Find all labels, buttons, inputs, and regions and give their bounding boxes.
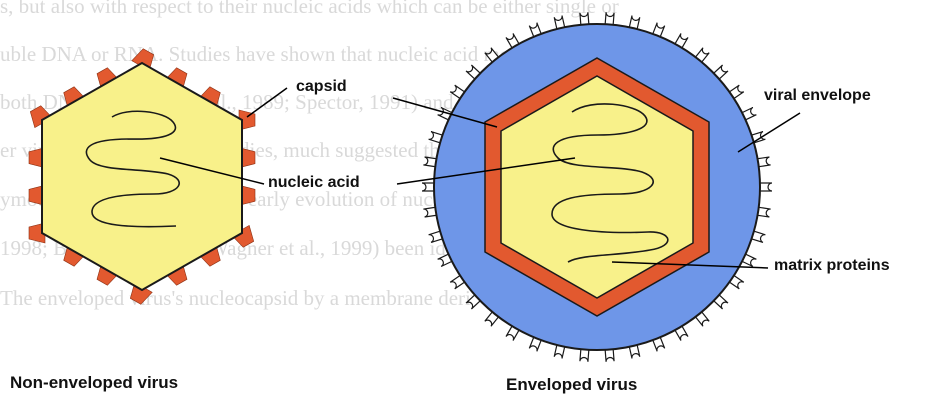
capsid-label: capsid: [296, 78, 347, 96]
enveloped-virus: [422, 12, 772, 362]
non-enveloped-virus: [29, 49, 255, 305]
non-enveloped-virus-caption: Non-enveloped virus: [10, 374, 178, 392]
capsid-leader-line: [247, 88, 287, 117]
viral-envelope-label: viral envelope: [764, 87, 871, 105]
nucleic-acid-label: nucleic acid: [268, 174, 360, 192]
enveloped-virus-caption: Enveloped virus: [506, 376, 637, 394]
matrix-proteins-label: matrix proteins: [774, 257, 890, 275]
